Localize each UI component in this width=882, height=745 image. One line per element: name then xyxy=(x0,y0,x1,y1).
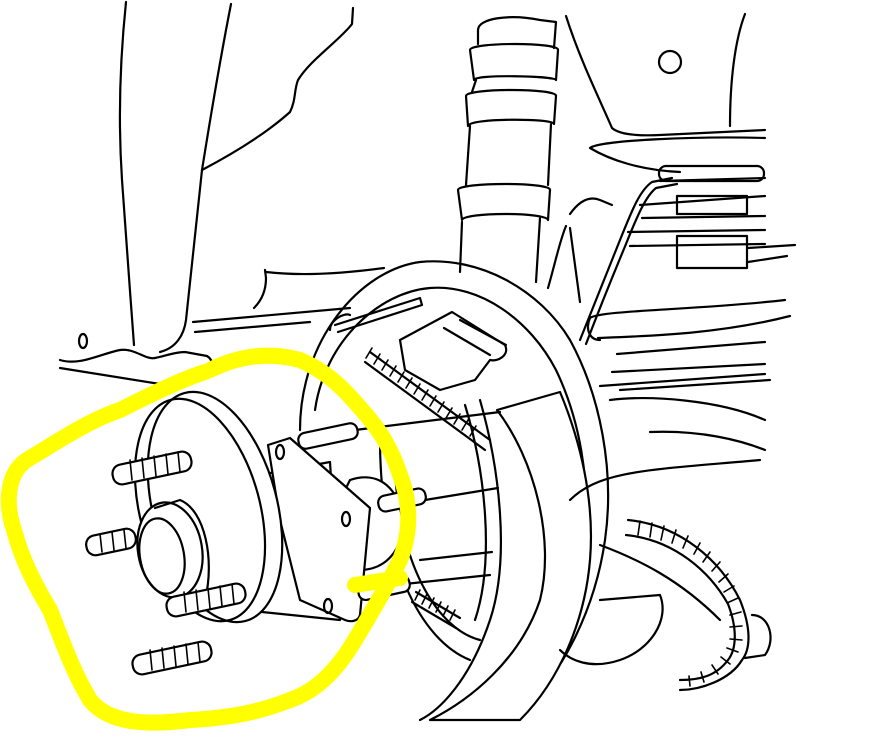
hub-and-bearing-assembly xyxy=(85,390,502,676)
highlight-bolt-mark xyxy=(347,570,408,593)
abs-wire xyxy=(558,458,772,692)
wheel-studs xyxy=(85,450,247,676)
return-springs xyxy=(363,347,492,630)
coil-spring xyxy=(564,12,797,392)
brake-shoe xyxy=(378,390,593,722)
wheel-cylinder xyxy=(398,310,508,392)
brake-line xyxy=(578,176,679,346)
control-arm xyxy=(598,372,767,452)
body-panel xyxy=(58,0,386,386)
mounting-bolts xyxy=(353,410,502,587)
highlight-loop xyxy=(0,347,417,731)
strut xyxy=(456,16,614,304)
